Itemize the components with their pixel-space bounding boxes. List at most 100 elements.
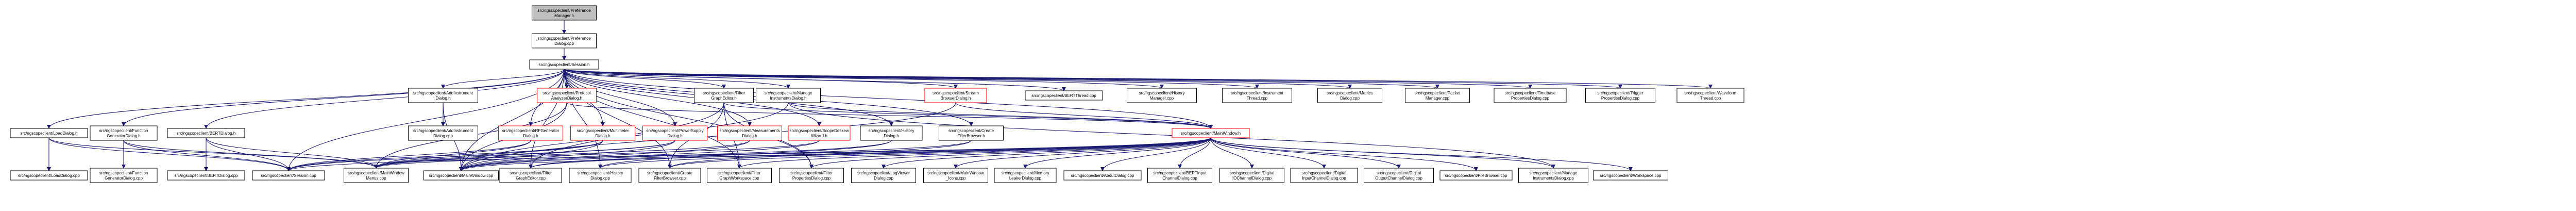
node-label: Dialog.h	[435, 96, 450, 101]
node-label: GeneratorDialog.cpp	[105, 176, 143, 181]
node-box	[1290, 168, 1358, 183]
node-label: src/ngscopeclient/Memory	[1002, 171, 1049, 175]
node-label: src/ngscopeclient/Protocol	[543, 91, 591, 95]
edge-n2-n35	[564, 69, 602, 169]
node-box	[994, 168, 1057, 183]
edge-n7-n27	[955, 102, 1213, 129]
graph-node[interactable]: src/ngscopeclient/DigitalInputChannelDia…	[1290, 168, 1358, 183]
edge-layer	[47, 20, 1713, 171]
node-label: src/ngscopeclient/History	[1139, 91, 1185, 95]
node-box	[537, 88, 597, 103]
graph-node[interactable]: src/ngscopeclient/FilterPropertiesDialog…	[779, 168, 844, 183]
edge-n2-n3	[441, 69, 565, 89]
edge-n22-n33	[459, 140, 675, 171]
graph-node[interactable]: src/ngscopeclient/AboutDialog.cpp	[1063, 170, 1142, 181]
node-box	[1518, 168, 1588, 183]
edge-n27-n43	[1178, 137, 1211, 169]
graph-node[interactable]: src/ngscopeclient/DigitalOutputChannelDi…	[1364, 168, 1434, 183]
node-box	[1222, 88, 1292, 103]
node-label: src/ngscopeclient/BERTDialog.h	[177, 131, 236, 136]
graph-node[interactable]: src/ngscopeclient/MainWindow_Icons.cpp	[923, 168, 988, 183]
node-box	[923, 168, 988, 183]
node-box	[1172, 128, 1250, 138]
node-box	[1439, 170, 1513, 181]
node-label: src/ngscopeclient/Waveform	[1685, 91, 1737, 95]
graph-node[interactable]: src/ngscopeclient/MainWindow.h	[1172, 128, 1250, 138]
edge-n24-n32	[374, 140, 820, 169]
graph-node[interactable]: src/ngscopeclient/Session.h	[529, 59, 599, 70]
graph-node[interactable]: src/ngscopeclient/CreateFilterBrowser.cp…	[638, 168, 701, 183]
node-label: Dialog.h	[884, 134, 899, 138]
graph-node[interactable]: src/ngscopeclient/MainWindow.cpp	[423, 170, 499, 181]
node-label: src/ngscopeclient/FileBrowser.cpp	[1445, 173, 1507, 178]
edge-n2-n5	[564, 69, 726, 89]
graph-node[interactable]: src/ngscopeclient/ManageInstrumentsDialo…	[1518, 168, 1588, 183]
graph-node[interactable]: src/ngscopeclient/FilterGraphWorkspace.c…	[707, 168, 772, 183]
node-box	[423, 170, 499, 181]
node-label: Thread.cpp	[1700, 96, 1721, 101]
graph-node[interactable]: src/ngscopeclient/FunctionGeneratorDialo…	[90, 125, 158, 141]
node-label: BrowserDialog.h	[941, 96, 971, 101]
graph-node[interactable]: src/ngscopeclient/BERTDialog.cpp	[167, 170, 245, 181]
graph-node[interactable]: src/ngscopeclient/AddInstrumentDialog.cp…	[408, 125, 478, 141]
graph-node[interactable]: src/ngscopeclient/Session.cpp	[252, 170, 325, 181]
node-box	[167, 170, 245, 181]
node-label: src/ngscopeclient/Filter	[703, 91, 745, 95]
graph-node[interactable]: src/ngscopeclient/BERTThread.cpp	[1025, 90, 1103, 101]
graph-node[interactable]: src/ngscopeclient/TimebasePropertiesDial…	[1494, 88, 1567, 103]
graph-node[interactable]: src/ngscopeclient/FileBrowser.cpp	[1439, 170, 1513, 181]
edge-n2-n36	[564, 69, 672, 169]
edge-n16-n31	[48, 137, 291, 171]
node-label: Dialog.cpp	[554, 41, 574, 46]
edge-n27-n36	[668, 137, 1211, 169]
graph-node[interactable]: src/ngscopeclient/ManageInstrumentsDialo…	[756, 88, 821, 103]
graph-node[interactable]: src/ngscopeclient/ProtocolAnalyzerDialog…	[537, 88, 597, 103]
graph-node[interactable]: src/ngscopeclient/LoadDialog.h	[10, 128, 88, 138]
node-label: src/ngscopeclient/Preference	[537, 36, 591, 41]
node-box	[344, 168, 409, 183]
node-label: FilterBrowser.cpp	[654, 176, 686, 181]
node-box	[498, 125, 563, 141]
graph-node[interactable]: src/ngscopeclient/BERTDialog.h	[167, 128, 245, 138]
node-box	[1025, 90, 1103, 101]
edge-n6-n27	[788, 102, 1213, 129]
graph-node[interactable]: src/ngscopeclient/FunctionGeneratorDialo…	[90, 168, 158, 183]
edge-n27-n39	[882, 137, 1211, 169]
edge-n2-n9	[564, 69, 1164, 89]
graph-node[interactable]: src/ngscopeclient/Workspace.cpp	[1593, 170, 1668, 181]
graph-node[interactable]: src/ngscopeclient/TriggerPropertiesDialo…	[1585, 88, 1655, 103]
graph-node[interactable]: src/ngscopeclient/LoadDialog.cpp	[10, 170, 88, 181]
node-label: src/ngscopeclient/LogViewer	[857, 171, 910, 175]
graph-node[interactable]: src/ngscopeclient/DigitalIOChannelDialog…	[1219, 168, 1284, 183]
node-label: GraphEditor.cpp	[516, 176, 546, 181]
edge-n2-n27	[564, 69, 1213, 129]
node-label: src/ngscopeclient/Packet	[1415, 91, 1461, 95]
node-label: FilterBrowser.h	[957, 134, 985, 138]
node-label: src/ngscopeclient/Filter	[718, 171, 760, 175]
node-box	[90, 125, 158, 141]
edge-n20-n31	[286, 140, 531, 171]
graph-node[interactable]: src/ngscopeclient/BERTInputChannelDialog…	[1147, 168, 1212, 183]
